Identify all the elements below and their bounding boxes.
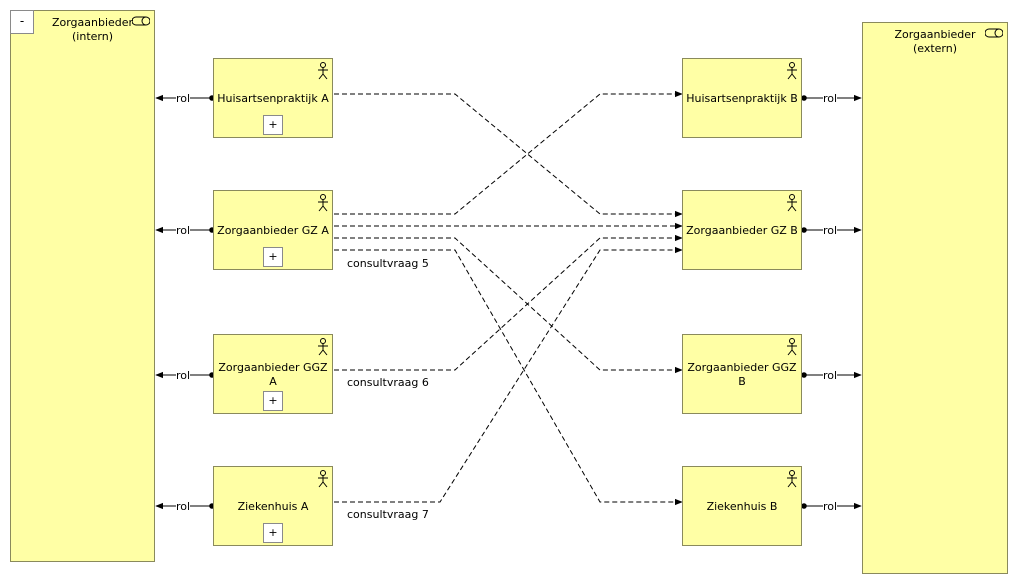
group-extern-title: Zorgaanbieder (extern) bbox=[863, 28, 1007, 56]
group-intern-title-line2: (intern) bbox=[72, 30, 113, 43]
expand-button[interactable]: + bbox=[263, 115, 283, 135]
node-label: Huisartsenpraktijk A bbox=[217, 92, 329, 105]
role-label: rol bbox=[823, 500, 838, 513]
node-label: Zorgaanbieder GZ A bbox=[217, 224, 329, 237]
flow-gz-a-to-huisarts-b bbox=[334, 90, 683, 215]
actor-icon bbox=[318, 470, 328, 488]
group-extern-title-line2: (extern) bbox=[912, 42, 958, 55]
actor-icon bbox=[318, 194, 328, 212]
flow-huisarts-a-to-gz-b bbox=[334, 93, 683, 218]
node-ziekenhuis-b[interactable]: Ziekenhuis B bbox=[682, 466, 802, 546]
actor-icon bbox=[318, 62, 328, 80]
role-label: rol bbox=[176, 92, 191, 105]
role-icon bbox=[132, 16, 150, 26]
node-zorgaanbieder-gz-b[interactable]: Zorgaanbieder GZ B bbox=[682, 190, 802, 270]
node-label: Huisartsenpraktijk B bbox=[686, 92, 798, 105]
expand-button[interactable]: + bbox=[263, 523, 283, 543]
role-label: rol bbox=[823, 224, 838, 237]
role-label: rol bbox=[176, 369, 191, 382]
flow-ggz-a-to-gz-b bbox=[334, 234, 683, 371]
role-label: rol bbox=[176, 500, 191, 513]
node-huisartsenpraktijk-b[interactable]: Huisartsenpraktijk B bbox=[682, 58, 802, 138]
node-label: Ziekenhuis A bbox=[237, 500, 309, 513]
expand-button[interactable]: + bbox=[263, 247, 283, 267]
flow-label-consultvraag-6: consultvraag 6 bbox=[347, 376, 429, 389]
flow-gz-a-to-ziekenhuis-b bbox=[334, 249, 683, 506]
flow-label-consultvraag-5: consultvraag 5 bbox=[347, 257, 429, 270]
role-label: rol bbox=[823, 369, 838, 382]
actor-icon bbox=[787, 194, 797, 212]
role-label: rol bbox=[823, 92, 838, 105]
flow-label-consultvraag-7: consultvraag 7 bbox=[347, 508, 429, 521]
actor-icon bbox=[318, 338, 328, 356]
group-intern-title-line1: Zorgaanbieder bbox=[51, 16, 134, 29]
actor-icon bbox=[787, 470, 797, 488]
collapse-button[interactable]: - bbox=[10, 10, 34, 34]
group-zorgaanbieder-extern[interactable]: Zorgaanbieder (extern) bbox=[862, 22, 1008, 574]
actor-icon bbox=[787, 338, 797, 356]
node-zorgaanbieder-gz-a[interactable]: Zorgaanbieder GZ A + bbox=[213, 190, 333, 270]
group-zorgaanbieder-intern[interactable]: - Zorgaanbieder (intern) bbox=[10, 10, 155, 562]
expand-button[interactable]: + bbox=[263, 391, 283, 411]
group-intern-title: Zorgaanbieder (intern) bbox=[31, 16, 154, 44]
node-ziekenhuis-a[interactable]: Ziekenhuis A + bbox=[213, 466, 333, 546]
node-huisartsenpraktijk-a[interactable]: Huisartsenpraktijk A + bbox=[213, 58, 333, 138]
node-label: Zorgaanbieder GZ B bbox=[686, 224, 798, 237]
node-label: Ziekenhuis B bbox=[706, 500, 778, 513]
group-extern-title-line1: Zorgaanbieder bbox=[894, 28, 976, 41]
role-icon bbox=[985, 28, 1003, 38]
actor-icon bbox=[787, 62, 797, 80]
flow-ziekenhuis-a-to-gz-b bbox=[334, 246, 683, 503]
role-label: rol bbox=[176, 224, 191, 237]
